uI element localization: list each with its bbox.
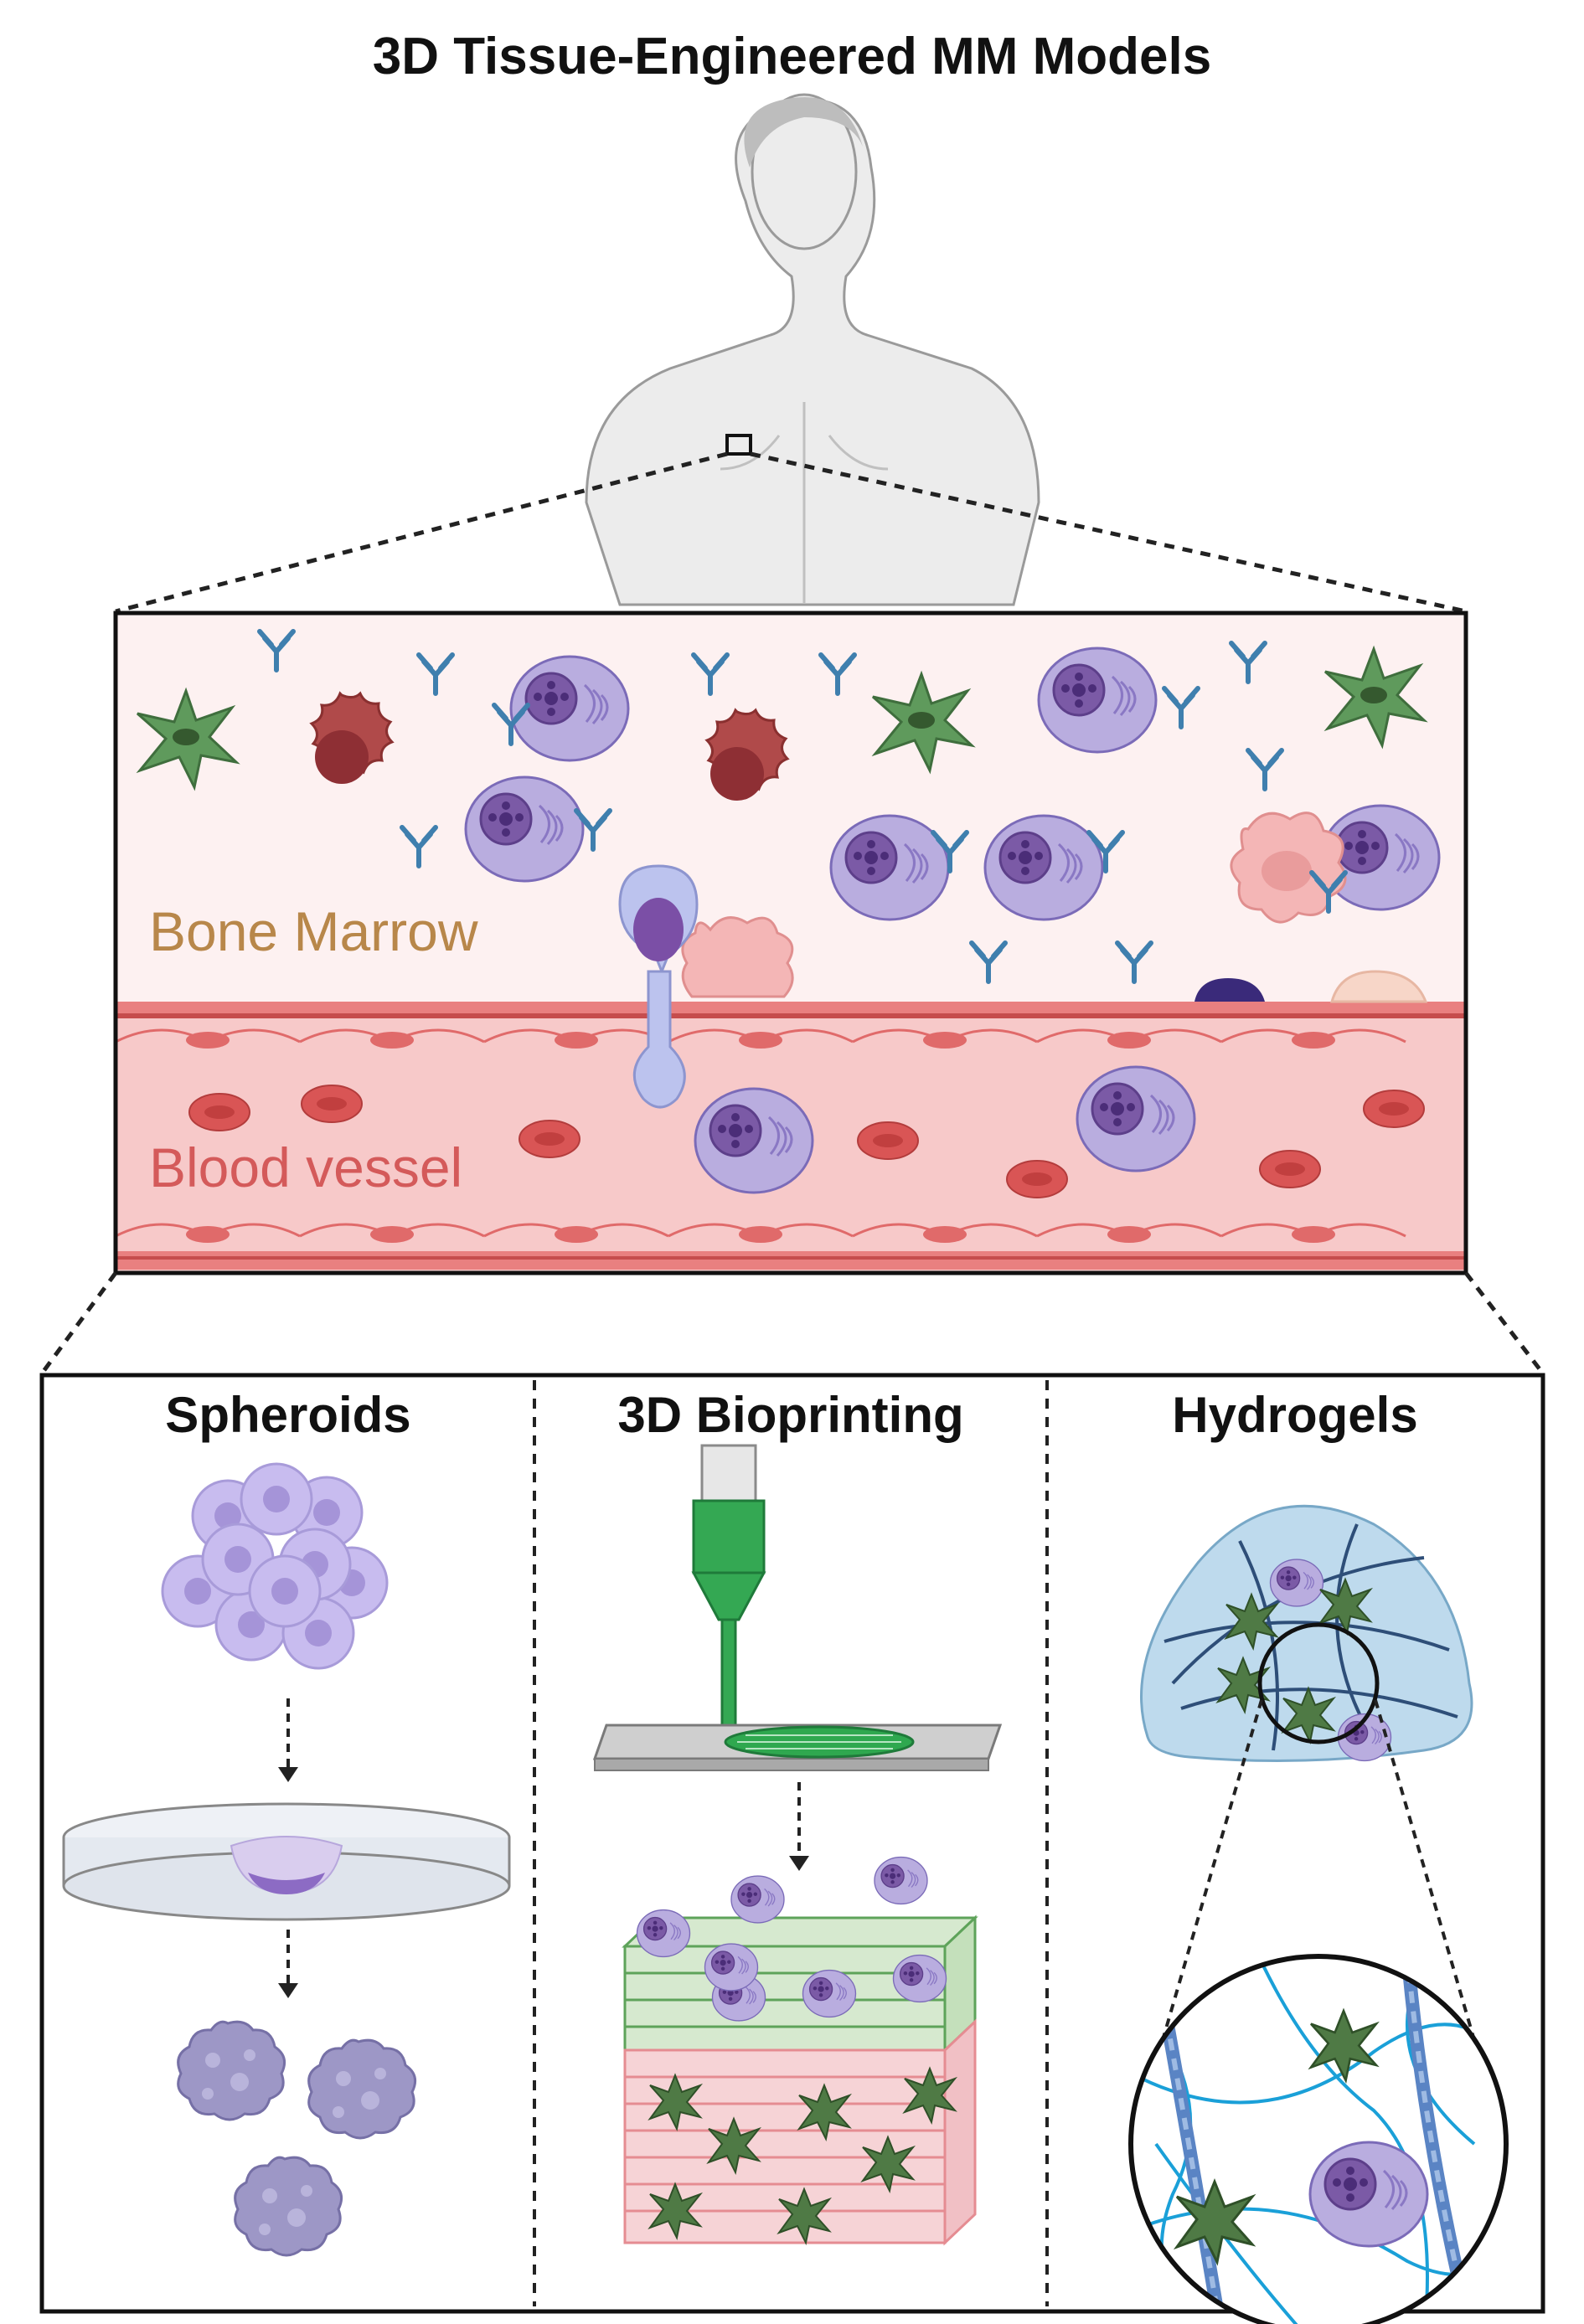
red-blood-cell bbox=[301, 1085, 363, 1123]
hydrogels-label: Hydrogels bbox=[1172, 1387, 1418, 1443]
arrowhead bbox=[278, 1983, 298, 1998]
zoom-lines-top bbox=[115, 451, 1467, 614]
myeloma-cell bbox=[1037, 647, 1158, 754]
magnify-circle-small bbox=[1257, 1622, 1380, 1744]
myeloma-cell bbox=[694, 1087, 814, 1194]
spheroids-label: Spheroids bbox=[165, 1387, 411, 1443]
arrowhead bbox=[278, 1767, 298, 1782]
red-blood-cell bbox=[1259, 1150, 1321, 1188]
red-blood-cell bbox=[188, 1093, 250, 1131]
red-blood-cell bbox=[519, 1120, 580, 1158]
myeloma-cell bbox=[464, 776, 585, 883]
blood-vessel-label: Blood vessel bbox=[149, 1136, 463, 1198]
red-blood-cell bbox=[857, 1121, 919, 1160]
zoom-lines-bottom bbox=[39, 1271, 1545, 1375]
spheroid bbox=[307, 2038, 417, 2140]
myeloma-cell bbox=[1076, 1065, 1196, 1172]
bioprinting-label: 3D Bioprinting bbox=[617, 1387, 964, 1443]
human-figure bbox=[585, 93, 1040, 606]
pink-cells bbox=[681, 812, 1428, 1003]
bioprinter bbox=[592, 1444, 1003, 1771]
culture-dish bbox=[62, 1802, 511, 1921]
spheroid bbox=[177, 2020, 286, 2121]
red-blood-cell bbox=[1363, 1090, 1425, 1128]
extravasating-myeloma-cell bbox=[618, 864, 699, 1109]
myeloma-cell bbox=[829, 814, 950, 921]
hydrogel-dome bbox=[1140, 1504, 1473, 1762]
figure-title: 3D Tissue-Engineered MM Models bbox=[372, 28, 1212, 85]
myeloma-cell bbox=[509, 655, 630, 762]
myeloma-cell bbox=[983, 814, 1104, 921]
zoom-region-marker bbox=[725, 434, 752, 456]
arrowhead bbox=[789, 1856, 809, 1871]
bone-marrow-label: Bone Marrow bbox=[149, 900, 478, 962]
bioprinted-construct bbox=[622, 1856, 978, 2246]
red-blood-cell bbox=[1006, 1160, 1068, 1198]
spheroid bbox=[234, 2156, 343, 2257]
microenvironment-panel bbox=[113, 611, 1468, 1275]
